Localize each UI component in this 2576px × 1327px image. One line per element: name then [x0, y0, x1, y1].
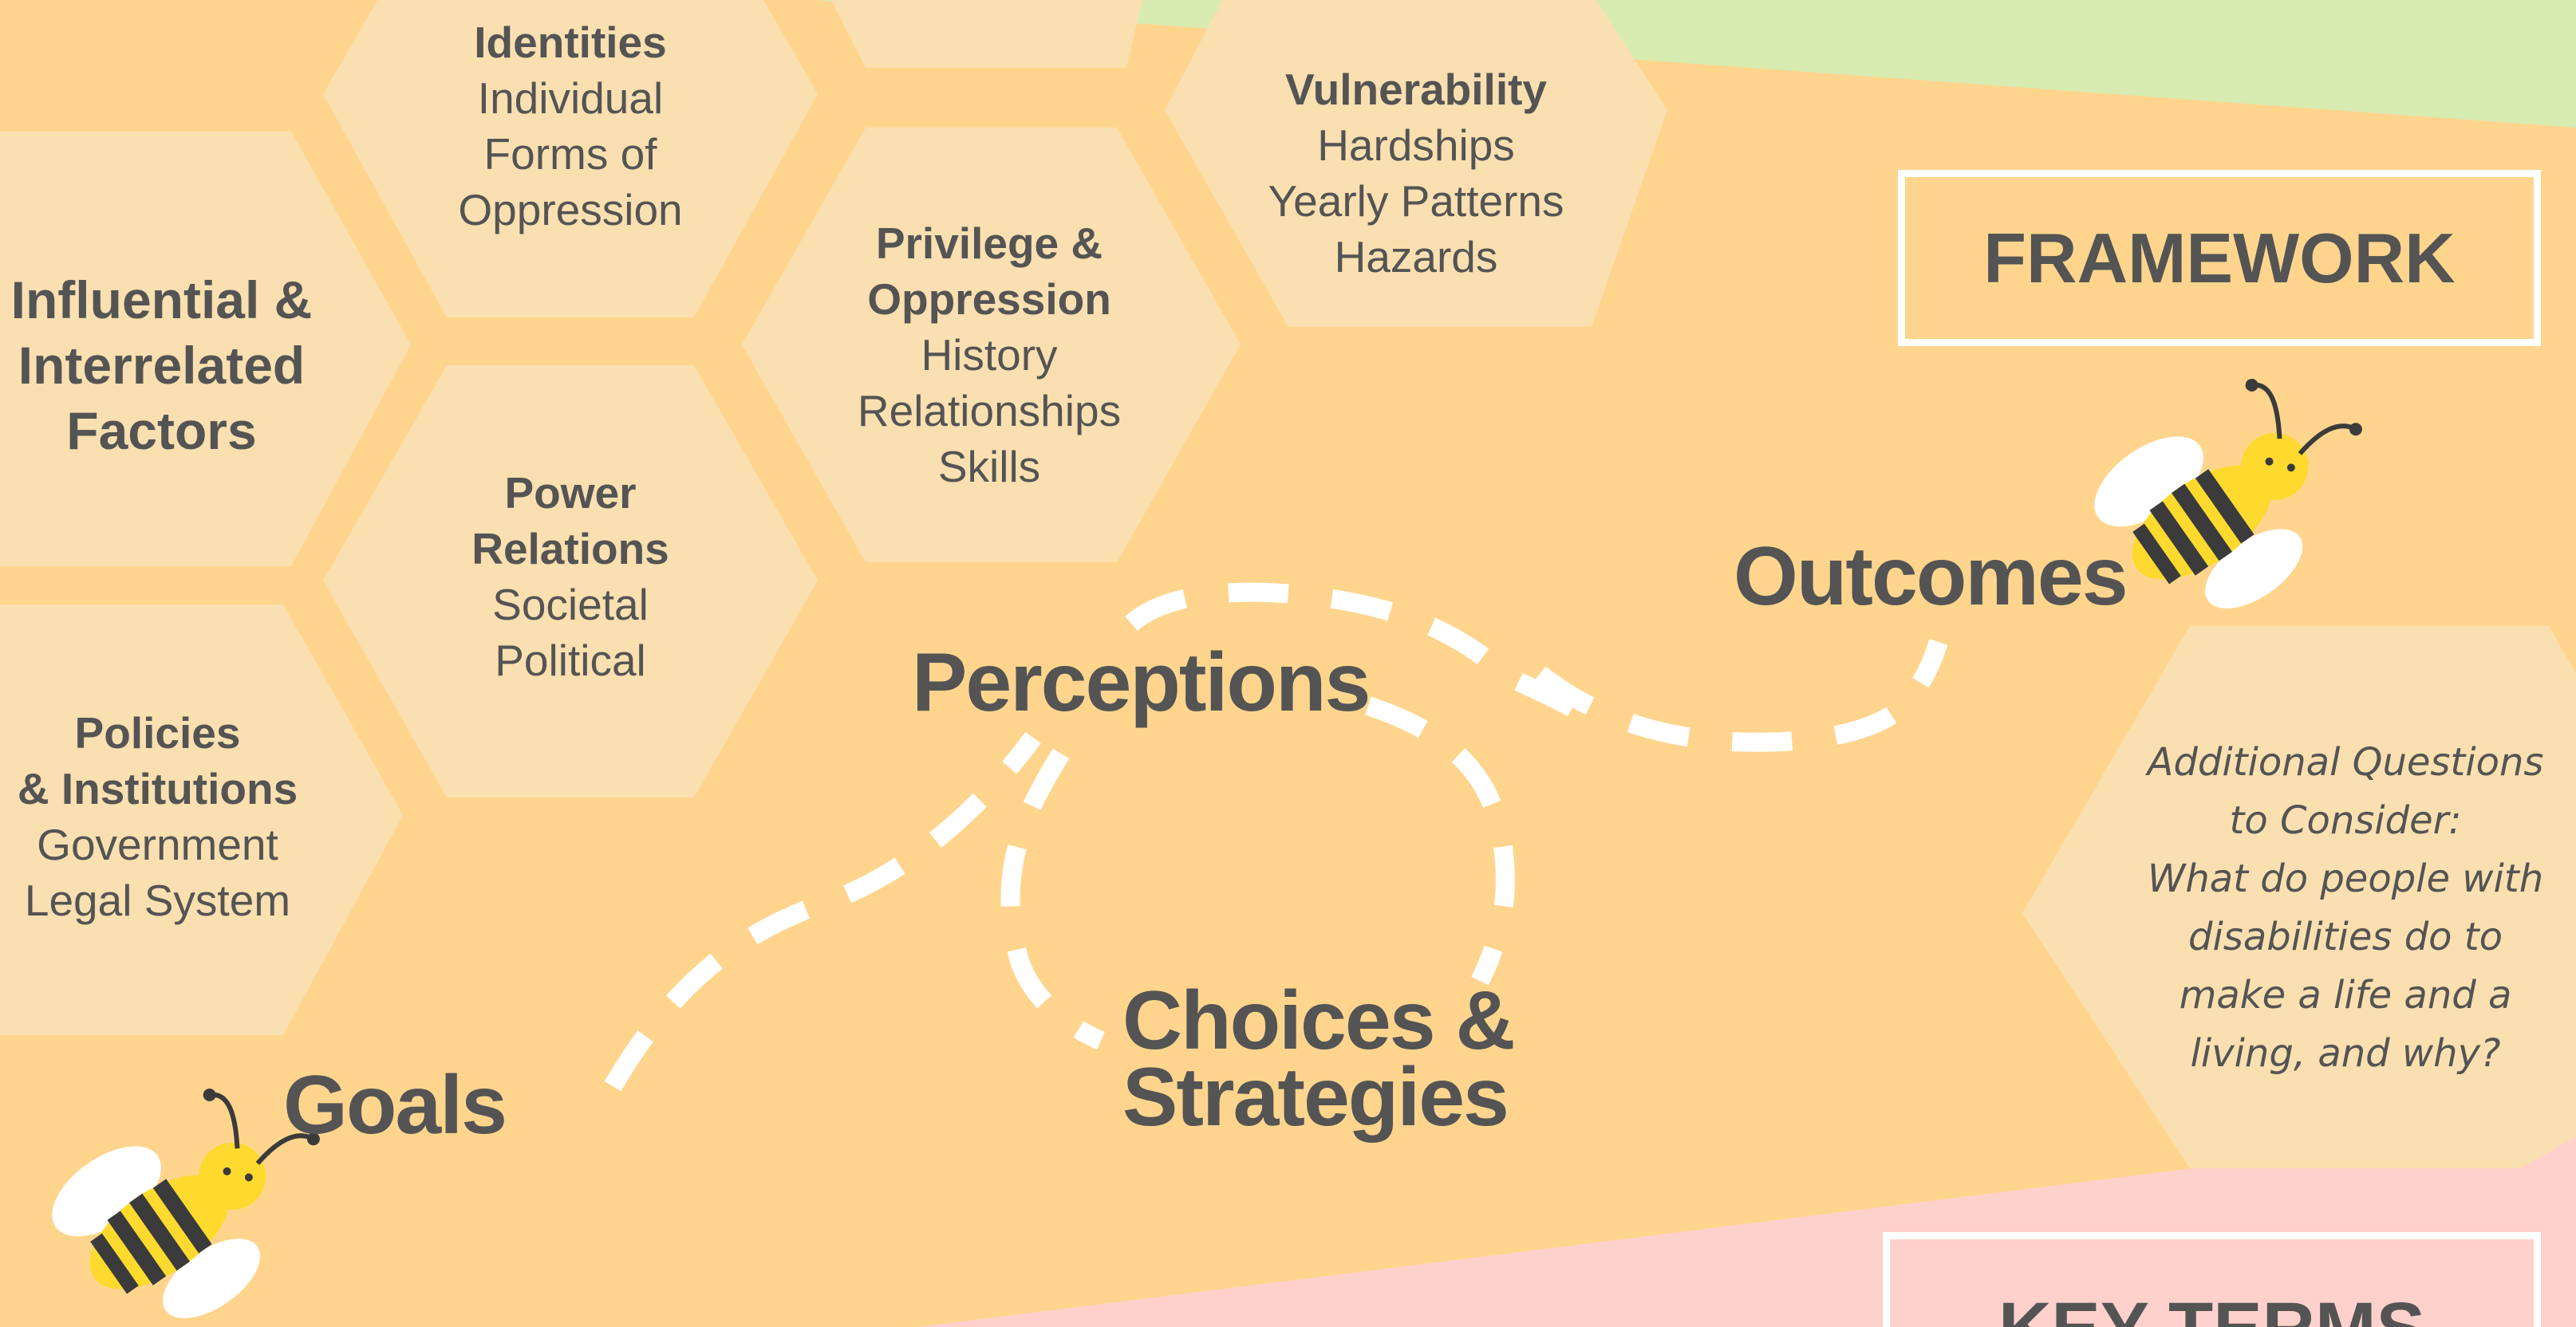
- key-terms-label: KEY TERMS: [1998, 1287, 2425, 1327]
- factor-line: Government: [37, 820, 278, 869]
- hexagon-privilege: [742, 128, 1241, 562]
- additional-questions: Additional Questions to Consider: What d…: [2114, 734, 2576, 1083]
- factor-title: Relations: [471, 524, 669, 573]
- question-line: to Consider:: [2229, 798, 2462, 843]
- factor-title: Oppression: [867, 274, 1111, 324]
- factor-line: Hardships: [1317, 120, 1515, 170]
- factor-line: Individual: [477, 73, 664, 123]
- perceptions-label: Perceptions: [912, 636, 1371, 729]
- factor-line: Legal System: [24, 876, 291, 925]
- question-line: living, and why?: [2190, 1031, 2501, 1076]
- path-loop-right: [1365, 696, 1515, 986]
- hexagon-identities: [323, 0, 818, 317]
- key-terms-label-box: KEY TERMS: [1883, 1232, 2541, 1327]
- factor-line: Oppression: [458, 185, 683, 234]
- factor-line: Relationships: [857, 386, 1122, 435]
- question-line: What do people with: [2147, 856, 2544, 901]
- choices-strategies-label: Choices & Strategies: [1122, 975, 1516, 1144]
- question-line: Additional Questions: [2147, 740, 2544, 785]
- hexagon-policies: [0, 604, 403, 1035]
- hexagon-vulnerability: [1165, 0, 1667, 327]
- factor-line: Societal: [492, 580, 649, 629]
- factor-policies: Policies & Institutions Government Legal…: [0, 705, 315, 928]
- heading-line: Factors: [66, 401, 257, 460]
- factor-line: Forms of: [483, 129, 657, 179]
- path-to-outcomes: [1533, 639, 1948, 752]
- strategies-line: Strategies: [1122, 1051, 1509, 1144]
- choices-line: Choices &: [1122, 975, 1516, 1067]
- factor-line: Political: [495, 636, 646, 685]
- factor-line: Yearly Patterns: [1268, 176, 1564, 226]
- path-perceptions-loop: [1000, 748, 1105, 1050]
- factor-title: Privilege &: [875, 219, 1103, 268]
- factor-title: Vulnerability: [1284, 65, 1548, 114]
- factor-power: Power Relations Societal Political: [371, 465, 770, 688]
- factor-title: Policies: [74, 708, 241, 758]
- path-loop-upper: [1125, 582, 1593, 726]
- hexagon-top-partial: [831, 0, 1142, 68]
- factor-line: Skills: [937, 442, 1041, 491]
- question-line: make a life and a: [2179, 973, 2512, 1018]
- factor-line: Hazards: [1334, 232, 1498, 282]
- dashed-path: [604, 582, 1948, 1092]
- pink-band: [917, 1120, 2576, 1327]
- bee-icon: [2094, 378, 2362, 608]
- bee-icon: [52, 1088, 320, 1318]
- factor-influential: Influential & Interrelated Factors: [0, 267, 323, 463]
- hexagon-influential: [0, 132, 411, 566]
- question-line: disabilities do to: [2188, 915, 2503, 959]
- outcomes-label: Outcomes: [1734, 530, 2128, 623]
- factor-title: Power: [504, 468, 637, 518]
- heading-line: Influential &: [10, 270, 313, 329]
- factor-privilege: Privilege & Oppression History Relations…: [790, 215, 1189, 494]
- factor-line: History: [921, 330, 1058, 380]
- framework-label-box: FRAMEWORK: [1898, 170, 2541, 346]
- framework-label: FRAMEWORK: [1983, 218, 2456, 297]
- hexagon-questions: [2022, 626, 2576, 1168]
- factor-vulnerability: Vulnerability Hardships Yearly Patterns …: [1213, 61, 1619, 285]
- hexagon-group: [0, 0, 2576, 1168]
- factor-identities: Identities Individual Forms of Oppressio…: [371, 14, 770, 238]
- hexagon-power: [323, 365, 818, 797]
- heading-line: Interrelated: [18, 336, 306, 395]
- goals-label: Goals: [283, 1059, 507, 1152]
- factor-title: & Institutions: [17, 764, 298, 813]
- factor-title: Identities: [474, 18, 667, 67]
